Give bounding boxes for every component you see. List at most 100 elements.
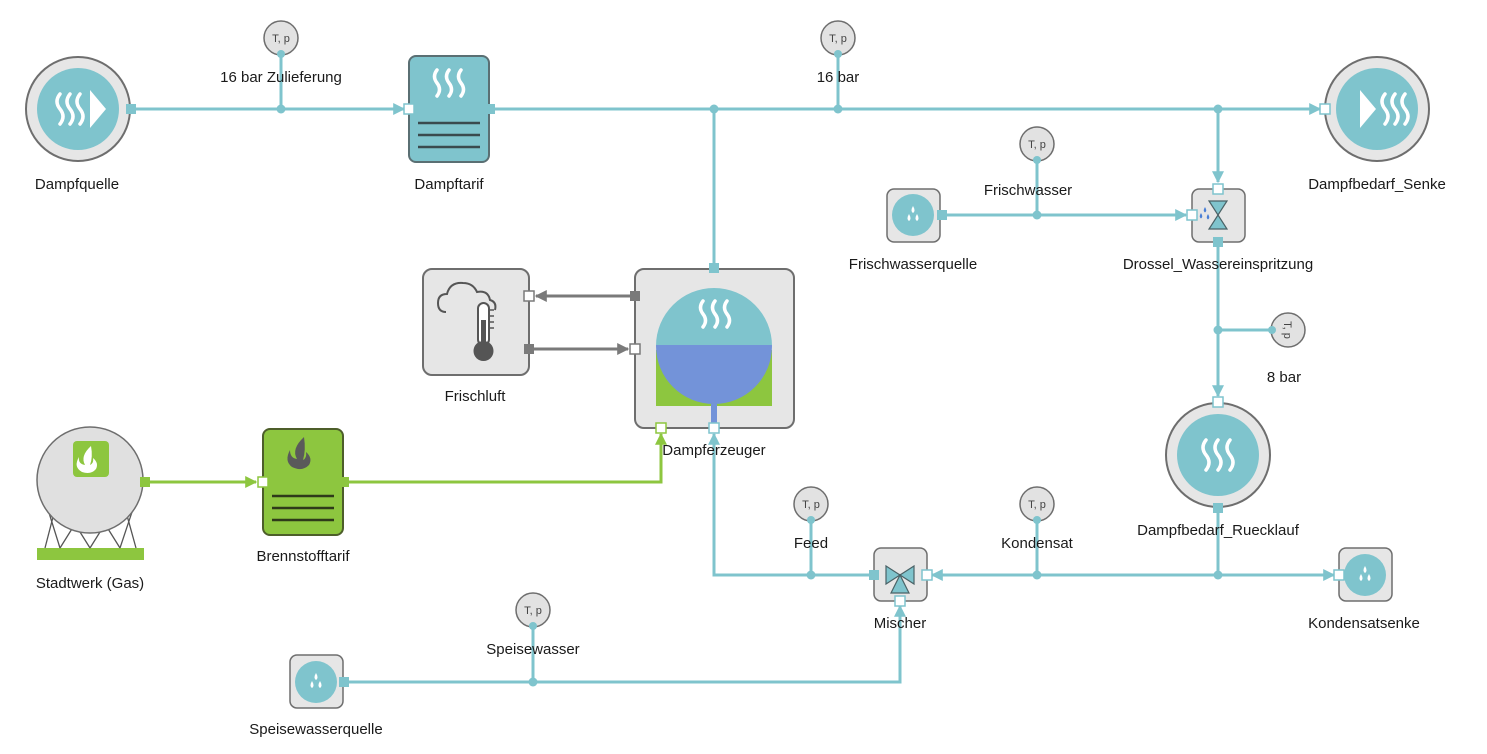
sensor-frischwasser[interactable]: T, p	[1019, 126, 1055, 164]
port[interactable]	[524, 344, 534, 354]
dampfbedarf-senke-label: Dampfbedarf_Senke	[1308, 176, 1446, 193]
sensor-label: T, p	[802, 499, 820, 511]
port[interactable]	[339, 677, 349, 687]
water-droplets-icon	[907, 206, 919, 221]
steam-waves-icon	[55, 92, 85, 126]
mischer[interactable]	[869, 547, 933, 607]
pipe-speisewasser[interactable]	[344, 604, 906, 684]
port[interactable]	[709, 263, 719, 273]
pipe-fuel-to-generator[interactable]	[346, 432, 667, 484]
port[interactable]	[1212, 183, 1224, 195]
sensor-label: T, p	[524, 605, 542, 617]
junction-dot	[1032, 210, 1042, 220]
port[interactable]	[1186, 209, 1198, 221]
kondensatsenke[interactable]	[1333, 547, 1393, 602]
water-droplets-icon	[1199, 207, 1210, 220]
stream-label-zulieferung: 16 bar Zulieferung	[220, 69, 342, 86]
sensor-label: T, p	[1028, 139, 1046, 151]
stadtwerk-label: Stadtwerk (Gas)	[36, 575, 144, 592]
stream-label-16bar: 16 bar	[817, 69, 860, 86]
sensor-16bar[interactable]: T, p	[820, 20, 856, 58]
port[interactable]	[1212, 396, 1224, 408]
pipe-feed[interactable]	[708, 432, 874, 577]
water-droplets-icon	[1359, 566, 1371, 581]
port[interactable]	[1319, 103, 1331, 115]
port[interactable]	[655, 422, 667, 434]
stream-label-speisewasser: Speisewasser	[486, 641, 579, 658]
junction-dot	[833, 104, 843, 114]
port[interactable]	[1333, 569, 1345, 581]
sensor-label: T, p	[829, 33, 847, 45]
port[interactable]	[937, 210, 947, 220]
mischer-label: Mischer	[874, 615, 927, 632]
dampfquelle[interactable]	[25, 56, 136, 162]
port[interactable]	[921, 569, 933, 581]
stream-label-8bar: 8 bar	[1267, 369, 1301, 386]
dampfbedarf-ruecklauf-label: Dampfbedarf_Ruecklauf	[1137, 522, 1300, 539]
dampftarif[interactable]	[403, 55, 495, 163]
port[interactable]	[485, 104, 495, 114]
junction-dot	[528, 677, 538, 687]
dampfbedarf-ruecklauf[interactable]	[1165, 396, 1271, 513]
steam-waves-icon	[432, 68, 466, 98]
brennstofftarif-label: Brennstofftarif	[256, 548, 350, 565]
speisewasserquelle-label: Speisewasserquelle	[249, 721, 382, 738]
port[interactable]	[708, 422, 720, 434]
kondensatsenke-label: Kondensatsenke	[1308, 615, 1420, 632]
junction-dot	[709, 104, 719, 114]
steam-waves-icon	[1380, 92, 1410, 126]
stream-label-kondensat: Kondensat	[1001, 535, 1074, 552]
junction-dot	[1213, 104, 1223, 114]
port[interactable]	[1213, 503, 1223, 513]
stadtwerk-gas[interactable]	[36, 426, 150, 560]
frischluft-label: Frischluft	[445, 388, 507, 405]
port[interactable]	[339, 477, 349, 487]
arrow-right-icon	[1360, 90, 1376, 128]
flame-icon	[287, 437, 311, 470]
port[interactable]	[403, 103, 415, 115]
water-droplets-icon	[310, 673, 322, 688]
port[interactable]	[1213, 237, 1223, 247]
frischwasserquelle[interactable]	[886, 188, 947, 243]
dampfbedarf-senke[interactable]	[1319, 56, 1430, 162]
port[interactable]	[630, 291, 640, 301]
sensor-speisewasser[interactable]: T, p	[515, 592, 551, 630]
sensor-label: T, p	[1028, 499, 1046, 511]
junction-dot	[1032, 570, 1042, 580]
valve-icon	[1207, 200, 1229, 230]
sensor-label: T, p	[1281, 321, 1293, 339]
drossel-wassereinspritzung[interactable]	[1186, 183, 1246, 247]
port[interactable]	[629, 343, 641, 355]
junction-dot	[1213, 570, 1223, 580]
cloud-thermometer-icon	[436, 281, 497, 361]
port[interactable]	[257, 476, 269, 488]
stream-label-frischwasser: Frischwasser	[984, 182, 1072, 199]
junction-dot	[1213, 325, 1223, 335]
junction-dot	[276, 104, 286, 114]
dampfquelle-label: Dampfquelle	[35, 176, 119, 193]
sensor-zulieferung[interactable]: T, p	[263, 20, 299, 58]
brennstofftarif[interactable]	[257, 428, 349, 536]
stream-label-feed: Feed	[794, 535, 828, 552]
port[interactable]	[140, 477, 150, 487]
sensor-label: T, p	[272, 33, 290, 45]
sensor-8bar[interactable]: T, p	[1268, 312, 1306, 348]
dampftarif-label: Dampftarif	[414, 176, 484, 193]
steam-waves-icon	[1201, 438, 1235, 472]
dampferzeuger[interactable]	[629, 263, 795, 434]
sensor-kondensat[interactable]: T, p	[1019, 486, 1055, 524]
valve-icon	[885, 564, 915, 594]
port[interactable]	[869, 570, 879, 580]
port[interactable]	[126, 104, 136, 114]
frischwasserquelle-label: Frischwasserquelle	[849, 256, 977, 273]
port[interactable]	[523, 290, 535, 302]
speisewasserquelle[interactable]	[289, 654, 349, 709]
flame-icon	[76, 446, 97, 473]
tariff-lines-icon	[418, 121, 480, 149]
frischluft[interactable]	[422, 268, 535, 376]
tariff-lines-icon	[272, 494, 334, 522]
junctions	[276, 104, 1223, 687]
port[interactable]	[894, 595, 906, 607]
sensor-feed[interactable]: T, p	[793, 486, 829, 524]
